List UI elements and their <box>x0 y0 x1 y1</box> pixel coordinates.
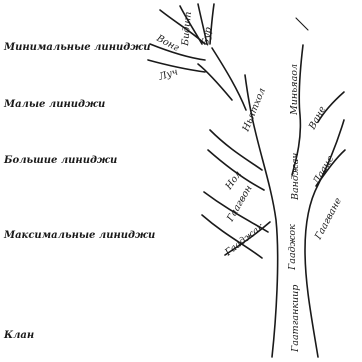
level-label-minimal: Минимальные линиджи <box>3 42 151 53</box>
branch-label-luch: Луч <box>157 66 180 83</box>
level-label-clan: Клан <box>3 330 34 341</box>
branch-label-minyaaol: Миньяаол <box>289 64 300 116</box>
branch-label-gaadjak: Гааджак <box>222 221 266 259</box>
branch-label-laane: Лааце <box>311 153 337 187</box>
branch-label-gaagvane: Гаагване <box>312 196 344 243</box>
branch-label-gaagjok: Гааджок <box>287 224 298 271</box>
branch-label-bidit: Бидит <box>180 11 194 47</box>
level-label-small: Малые линиджи <box>3 99 105 110</box>
level-label-maximal: Максимальные линиджи <box>3 230 155 241</box>
branch-label-vane: Ване <box>306 104 328 132</box>
branch-label-bur: Бур <box>200 26 214 47</box>
branch-label-vangjach: Ванджач <box>290 153 301 201</box>
branch-label-clan: Гаатганкиир <box>290 285 301 353</box>
level-label-large: Большие линиджи <box>3 155 117 166</box>
